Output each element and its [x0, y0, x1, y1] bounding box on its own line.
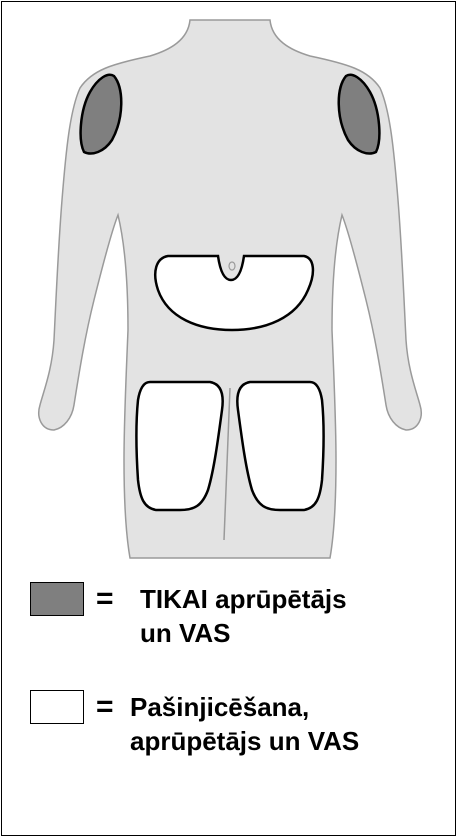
equals-sign: = [96, 690, 126, 724]
body-diagram [0, 0, 459, 570]
legend-label-self-injection: Pašinjicēšana, aprūpētājs un VAS [130, 690, 380, 758]
gray-swatch [30, 582, 84, 616]
legend-item-self-injection: = Pašinjicēšana, aprūpētājs un VAS [30, 690, 380, 758]
white-swatch [30, 690, 84, 724]
legend-item-caregiver: = TIKAI aprūpētājs un VAS [30, 582, 380, 650]
legend-label-caregiver: TIKAI aprūpētājs un VAS [140, 582, 380, 650]
equals-sign: = [96, 582, 126, 616]
